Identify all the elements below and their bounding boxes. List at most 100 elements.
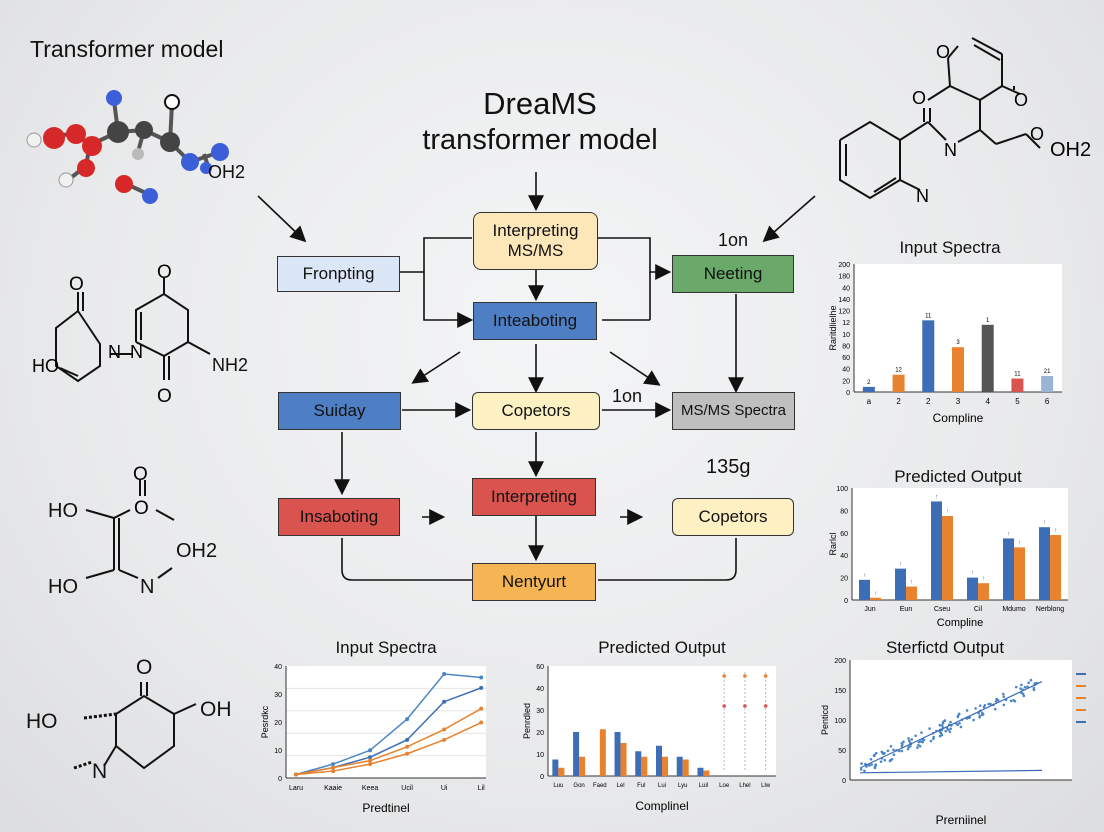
data-point (993, 707, 997, 711)
data-point (956, 723, 960, 727)
bar (641, 756, 648, 776)
y-tick-label: 30 (536, 708, 544, 715)
data-point (949, 727, 953, 731)
label-mass: 135g (706, 456, 751, 478)
data-point (983, 704, 987, 707)
molecule-label-oh2-mid: OH2 (176, 540, 218, 562)
y-tick-label: 60 (840, 531, 848, 538)
y-tick-label: 0 (540, 774, 544, 781)
data-label: 3 (956, 340, 960, 346)
data-point (479, 675, 484, 680)
data-point (907, 739, 911, 743)
bar (1014, 547, 1025, 600)
data-point (479, 720, 484, 725)
data-point (1032, 688, 1036, 692)
data-point (978, 714, 982, 718)
y-tick-label: 40 (842, 367, 850, 374)
data-point (892, 753, 896, 757)
data-point (907, 737, 910, 740)
data-label: 12 (895, 368, 902, 374)
y-tick-label: 40 (840, 553, 848, 560)
svg-text:HO: HO (32, 356, 59, 376)
x-tick-label: Lhel (739, 783, 750, 789)
data-point (1022, 694, 1026, 698)
chart-title-bottom-2: Predicted Output (598, 638, 726, 657)
x-tick-label: Laru (289, 785, 303, 792)
svg-text:OH2: OH2 (1050, 139, 1091, 161)
data-point (1029, 678, 1033, 682)
bar (620, 743, 627, 776)
bar (552, 759, 559, 776)
data-point (943, 719, 947, 722)
data-point (914, 734, 917, 738)
bar (703, 770, 710, 776)
box-suiday: Suiday (278, 392, 401, 430)
bar (906, 586, 917, 600)
data-label: ↑ (1007, 531, 1010, 537)
molecule-label-n-4: N (92, 760, 108, 783)
trend-line (859, 681, 1043, 769)
title-line-1: DreaMS (483, 86, 597, 121)
y-tick-label: 0 (846, 390, 850, 397)
data-point (886, 749, 890, 753)
y-tick-label: 120 (838, 309, 850, 316)
svg-text:O: O (133, 464, 148, 485)
bar (931, 501, 942, 600)
data-point (928, 727, 931, 730)
data-point (1019, 687, 1022, 690)
baseline-line (859, 769, 1043, 774)
molecule-label-n: N (140, 576, 155, 598)
data-point (932, 735, 935, 739)
data-point (294, 772, 298, 777)
data-point (972, 718, 975, 722)
x-tick-label: 5 (1015, 397, 1020, 406)
data-point (405, 717, 410, 722)
y-axis-label: Penticd (820, 705, 830, 735)
x-tick-label: Mdumo (1002, 606, 1025, 613)
x-axis-label: Predtinel (362, 801, 409, 815)
x-tick-label: 6 (1045, 397, 1050, 406)
data-label: ↑ (1043, 520, 1046, 526)
data-point (872, 754, 876, 758)
data-point (331, 765, 336, 770)
x-tick-label: Gon (573, 783, 584, 789)
svg-text:O: O (936, 42, 950, 62)
plot-area (852, 488, 1068, 600)
data-point (722, 674, 726, 678)
data-point (920, 731, 923, 734)
x-tick-label: 2 (896, 397, 901, 406)
x-tick-label: 2 (926, 397, 931, 406)
data-point (368, 755, 373, 760)
data-point (978, 704, 982, 707)
data-point (906, 747, 910, 751)
data-point (1032, 686, 1036, 690)
x-tick-label: 3 (956, 397, 961, 406)
data-point (722, 704, 726, 708)
data-point (987, 702, 990, 706)
data-point (868, 764, 871, 767)
data-point (938, 730, 942, 734)
bar (676, 756, 683, 776)
diagram-title: DreaMS transformer model (340, 86, 740, 158)
data-point (1002, 703, 1006, 707)
data-point (946, 728, 950, 732)
bar (942, 516, 953, 600)
data-label: ↑ (910, 580, 913, 586)
molecule-label-ho-4: HO (26, 710, 58, 733)
data-point (981, 712, 985, 716)
bar (697, 767, 704, 776)
data-point (940, 724, 944, 727)
data-point (442, 672, 447, 676)
y-tick-label: 100 (836, 486, 848, 493)
y-tick-label: 80 (840, 508, 848, 515)
y-tick-label: 40 (842, 285, 850, 292)
x-axis-label: Complinel (635, 799, 688, 813)
data-point (929, 739, 933, 743)
y-tick-label: 180 (838, 274, 850, 281)
bar (967, 577, 978, 600)
data-label: ↑ (935, 494, 938, 500)
x-tick-label: 4 (985, 397, 990, 406)
molecule-label-ho-3: HO (48, 576, 78, 598)
bar (895, 568, 906, 600)
